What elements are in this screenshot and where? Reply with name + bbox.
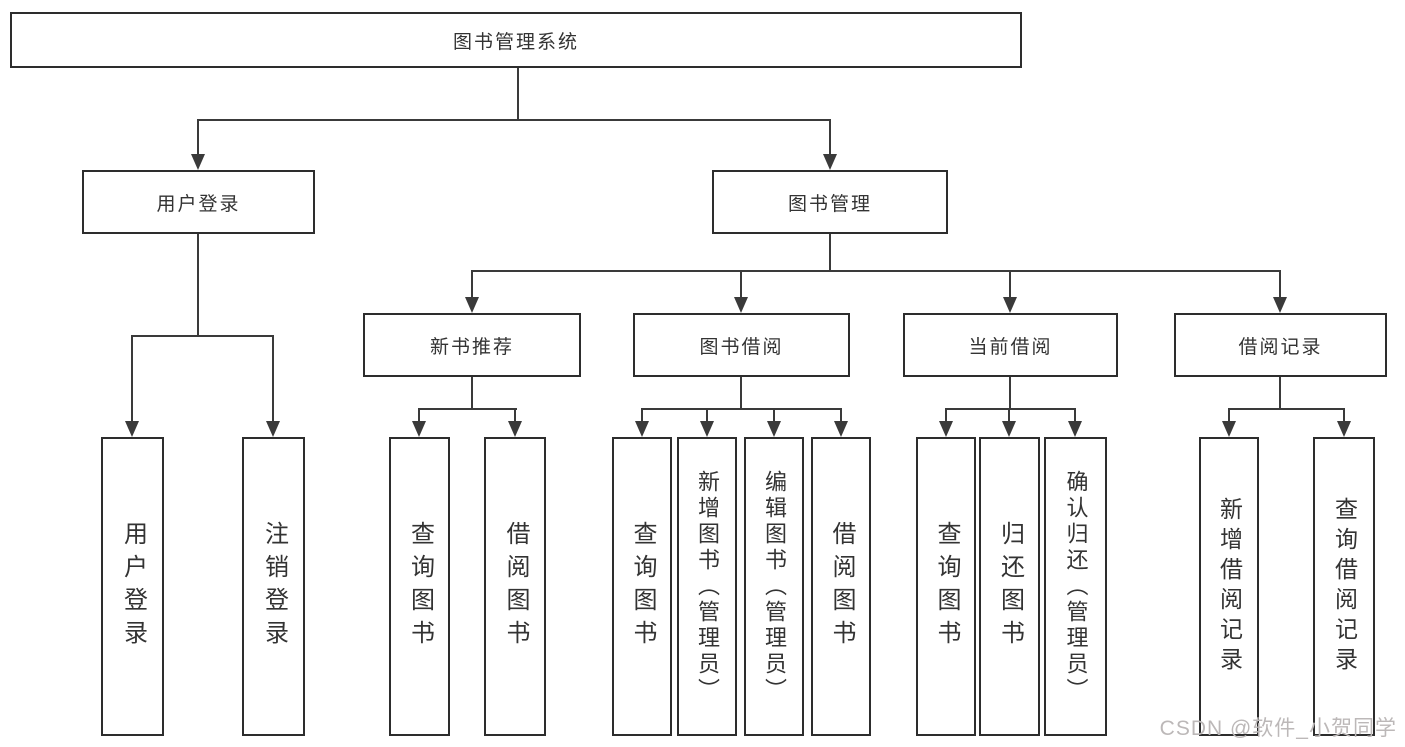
connector-line (1279, 270, 1281, 299)
connector-line (1228, 408, 1230, 423)
connector-line (1009, 270, 1011, 299)
node-library-management-system: 图书管理系统 (10, 12, 1022, 68)
connector-line (471, 270, 473, 299)
connector-line (514, 408, 516, 423)
leaf-label: 编辑图书（管理员） (762, 469, 787, 704)
connector-line (740, 377, 742, 409)
arrow-down-icon (1222, 421, 1236, 437)
node-book-borrowing: 图书借阅 (633, 313, 850, 377)
leaf-borrow-books-recommend: 借阅图书 (484, 437, 546, 736)
arrow-down-icon (1068, 421, 1082, 437)
connector-line (706, 408, 708, 423)
connector-line (945, 408, 947, 423)
watermark-text: CSDN @软件_小贺同学 (1159, 717, 1397, 740)
leaf-user-login: 用户登录 (101, 437, 164, 736)
arrow-down-icon (508, 421, 522, 437)
connector-line (197, 234, 199, 336)
arrow-down-icon (125, 421, 139, 437)
connector-line (829, 234, 831, 272)
leaf-label: 查询图书 (406, 520, 434, 653)
connector-line (131, 335, 133, 423)
leaf-add-book-admin: 新增图书（管理员） (677, 437, 737, 736)
node-user-login: 用户登录 (82, 170, 315, 234)
leaf-label: 注销登录 (260, 520, 288, 653)
leaf-label: 查询借阅记录 (1331, 496, 1358, 677)
connector-line (272, 335, 274, 423)
connector-line (1008, 408, 1010, 423)
leaf-query-books-recommend: 查询图书 (389, 437, 450, 736)
leaf-return-books: 归还图书 (979, 437, 1040, 736)
node-current-borrowing: 当前借阅 (903, 313, 1118, 377)
connector-line (197, 119, 199, 156)
leaf-label: 查询图书 (933, 520, 960, 653)
node-borrowing-records: 借阅记录 (1174, 313, 1387, 377)
connector-line (471, 377, 473, 409)
arrow-down-icon (465, 297, 479, 313)
arrow-down-icon (700, 421, 714, 437)
leaf-label: 查询图书 (629, 520, 656, 653)
connector-line (840, 408, 842, 423)
arrow-down-icon (635, 421, 649, 437)
node-new-book-recommendation: 新书推荐 (363, 313, 581, 377)
connector-line (517, 68, 519, 121)
leaf-label: 借阅图书 (828, 520, 855, 653)
arrow-down-icon (834, 421, 848, 437)
connector-line (945, 408, 1076, 410)
leaf-query-books-current: 查询图书 (916, 437, 976, 736)
arrow-down-icon (412, 421, 426, 437)
connector-line (1009, 377, 1011, 409)
arrow-down-icon (939, 421, 953, 437)
connector-line (829, 119, 831, 156)
arrow-down-icon (767, 421, 781, 437)
connector-line (641, 408, 643, 423)
leaf-label: 新增借阅记录 (1216, 496, 1243, 677)
leaf-label: 新增图书（管理员） (695, 469, 720, 704)
leaf-borrow-books-borrowing: 借阅图书 (811, 437, 871, 736)
connector-line (131, 335, 274, 337)
node-book-management: 图书管理 (712, 170, 948, 234)
arrow-down-icon (191, 154, 205, 170)
connector-line (418, 408, 517, 410)
connector-line (1074, 408, 1076, 423)
connector-line (197, 119, 831, 121)
leaf-edit-book-admin: 编辑图书（管理员） (744, 437, 804, 736)
connector-line (641, 408, 842, 410)
leaf-label: 确认归还（管理员） (1063, 469, 1089, 704)
connector-line (1279, 377, 1281, 409)
connector-line (773, 408, 775, 423)
arrow-down-icon (734, 297, 748, 313)
arrow-down-icon (1003, 297, 1017, 313)
arrow-down-icon (1002, 421, 1016, 437)
leaf-label: 借阅图书 (502, 520, 529, 653)
leaf-query-books-borrowing: 查询图书 (612, 437, 672, 736)
leaf-label: 归还图书 (996, 520, 1024, 653)
connector-line (418, 408, 420, 423)
leaf-add-borrow-record: 新增借阅记录 (1199, 437, 1259, 736)
arrow-down-icon (1273, 297, 1287, 313)
leaf-query-borrow-record: 查询借阅记录 (1313, 437, 1375, 736)
connector-line (1343, 408, 1345, 423)
arrow-down-icon (823, 154, 837, 170)
leaf-confirm-return-admin: 确认归还（管理员） (1044, 437, 1107, 736)
leaf-logout: 注销登录 (242, 437, 305, 736)
connector-line (471, 270, 1281, 272)
arrow-down-icon (266, 421, 280, 437)
leaf-label: 用户登录 (119, 520, 147, 653)
connector-line (1228, 408, 1345, 410)
connector-line (740, 270, 742, 299)
arrow-down-icon (1337, 421, 1351, 437)
